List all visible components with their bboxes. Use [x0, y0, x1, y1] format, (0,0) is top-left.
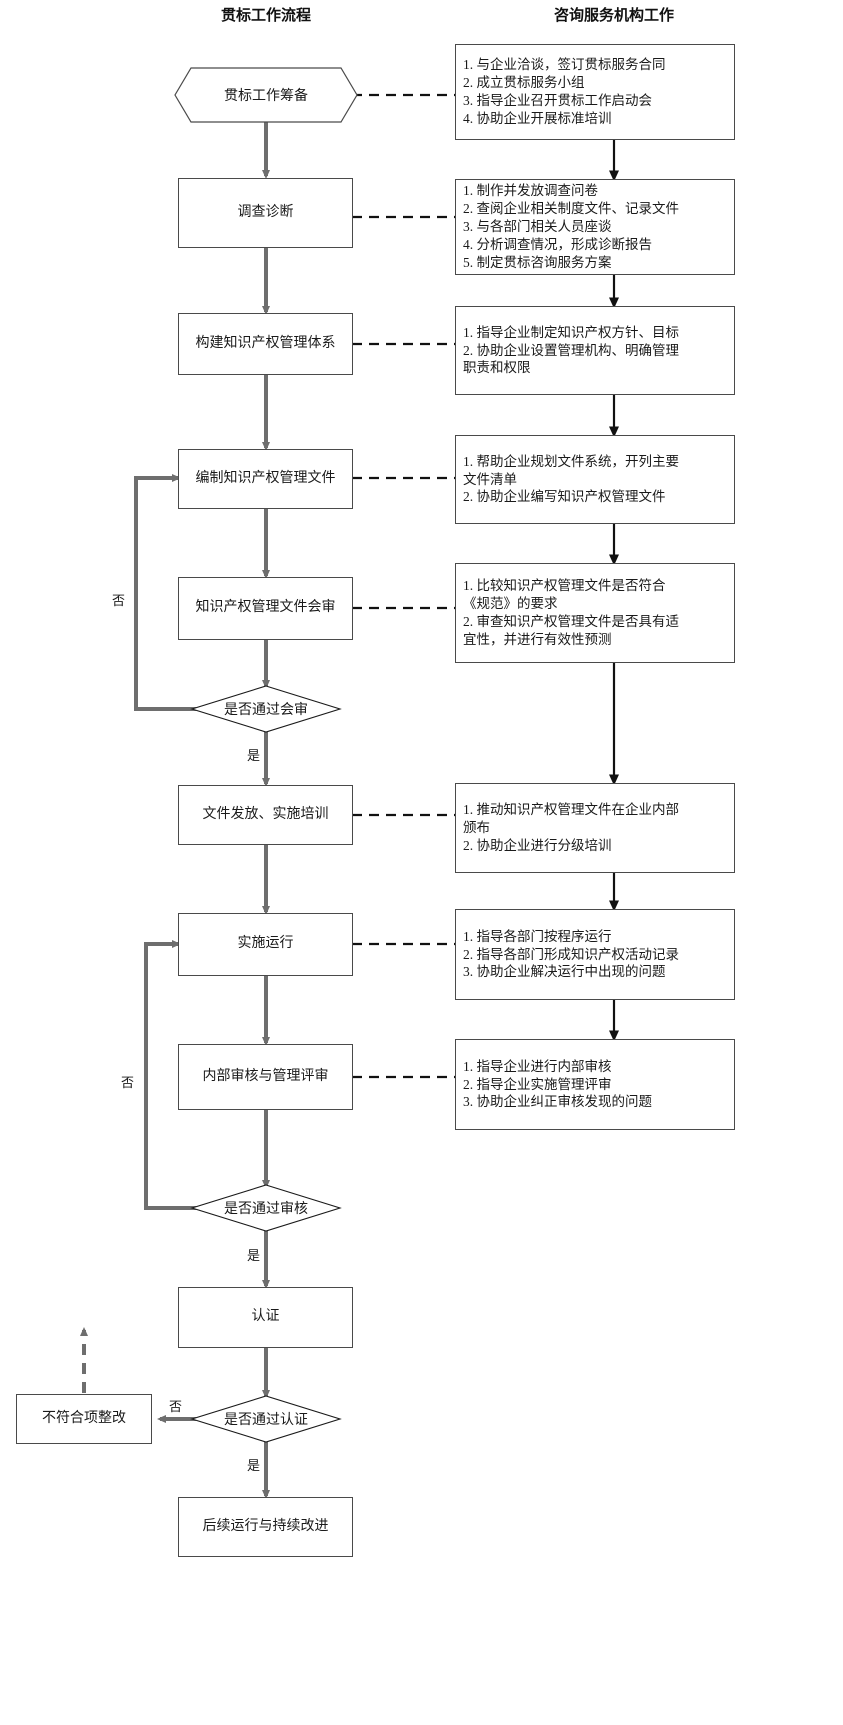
node-implement-operation-label: 实施运行 [237, 936, 294, 952]
detail-item: 宜性，并进行有效性预测 [463, 631, 612, 647]
detail-item: 5. 制定贯标咨询服务方案 [463, 254, 612, 270]
detail-item: 颁布 [463, 820, 490, 836]
node-decision-pass-certification[interactable]: 是否通过认证 [192, 1396, 340, 1442]
detail-item: 2. 审查知识产权管理文件是否具有适 [463, 614, 679, 629]
column-title-left: 贯标工作流程 [220, 8, 311, 24]
node-decision-pass-review-label: 是否通过会审 [224, 703, 308, 718]
node-build-ip-system-label: 构建知识产权管理体系 [195, 335, 336, 351]
detail-item: 1. 比较知识产权管理文件是否符合 [463, 578, 666, 594]
node-compile-ip-documents-label: 编制知识产权管理文件 [195, 470, 336, 486]
node-continuous-improvement[interactable]: 后续运行与持续改进 [178, 1497, 353, 1557]
detail-item: 2. 指导各部门形成知识产权活动记录 [463, 946, 679, 962]
detail-item: 文件清单 [463, 471, 517, 487]
detail-item: 2. 协助企业编写知识产权管理文件 [463, 489, 666, 505]
detail-item: 4. 分析调查情况，形成诊断报告 [463, 236, 652, 252]
node-documents-joint-review[interactable]: 知识产权管理文件会审 [178, 577, 353, 640]
edge-loop-audit-fail [144, 940, 196, 1210]
edge-label-cert-yes: 是 [247, 1458, 261, 1473]
node-continuous-improvement-label: 后续运行与持续改进 [202, 1518, 329, 1534]
detail-item: 职责和权限 [463, 360, 531, 376]
detail-item: 2. 协助企业设置管理机构、明确管理 [463, 342, 679, 358]
detail-box-internal-audit: 1. 指导企业进行内部审核 2. 指导企业实施管理评审 3. 协助企业纠正审核发… [455, 1039, 735, 1130]
node-implement-operation[interactable]: 实施运行 [178, 913, 353, 976]
detail-item: 1. 制作并发放调查问卷 [463, 183, 598, 199]
node-decision-pass-certification-label: 是否通过认证 [224, 1413, 308, 1428]
node-decision-pass-review[interactable]: 是否通过会审 [192, 686, 340, 732]
detail-item: 1. 推动知识产权管理文件在企业内部 [463, 802, 679, 818]
node-build-ip-system[interactable]: 构建知识产权管理体系 [178, 313, 353, 375]
edge-label-review-no: 否 [112, 593, 126, 608]
detail-item: 3. 指导企业召开贯标工作启动会 [463, 93, 652, 108]
node-start-preparation[interactable]: 贯标工作筹备 [175, 68, 357, 122]
detail-item: 4. 协助企业开展标准培训 [463, 110, 612, 126]
detail-box-system: 1. 指导企业制定知识产权方针、目标 2. 协助企业设置管理机构、明确管理 职责… [455, 306, 735, 395]
detail-item: 2. 指导企业实施管理评审 [463, 1076, 612, 1092]
detail-box-operation: 1. 指导各部门按程序运行 2. 指导各部门形成知识产权活动记录 3. 协助企业… [455, 909, 735, 1000]
detail-box-joint-review: 1. 比较知识产权管理文件是否符合 《规范》的要求 2. 审查知识产权管理文件是… [455, 563, 735, 663]
detail-item: 1. 与企业洽谈，签订贯标服务合同 [463, 57, 666, 73]
node-certification-label: 认证 [251, 1309, 280, 1325]
node-survey-diagnosis[interactable]: 调查诊断 [178, 178, 353, 248]
node-survey-diagnosis-label: 调查诊断 [237, 204, 294, 220]
detail-item: 3. 与各部门相关人员座谈 [463, 219, 612, 235]
edge-label-audit-no: 否 [121, 1075, 135, 1090]
node-nonconformity-rectification-label: 不符合项整改 [42, 1410, 126, 1426]
node-issue-docs-training-label: 文件发放、实施培训 [202, 806, 329, 822]
detail-item: 1. 帮助企业规划文件系统，开列主要 [463, 453, 679, 469]
node-decision-pass-audit[interactable]: 是否通过审核 [192, 1185, 340, 1231]
shape-hexagon-start [174, 67, 358, 123]
node-issue-docs-training[interactable]: 文件发放、实施培训 [178, 785, 353, 845]
shape-diamond-cert [190, 1395, 342, 1443]
node-documents-joint-review-label: 知识产权管理文件会审 [195, 600, 336, 616]
edge-label-review-yes: 是 [247, 748, 261, 763]
node-compile-ip-documents[interactable]: 编制知识产权管理文件 [178, 449, 353, 509]
shape-diamond-audit [190, 1184, 342, 1232]
detail-box-documents: 1. 帮助企业规划文件系统，开列主要 文件清单 2. 协助企业编写知识产权管理文… [455, 435, 735, 524]
edge-loop-review-fail [134, 474, 196, 711]
edge-label-cert-no: 否 [169, 1399, 183, 1414]
node-internal-audit-review[interactable]: 内部审核与管理评审 [178, 1044, 353, 1110]
detail-item: 2. 协助企业进行分级培训 [463, 837, 612, 853]
node-certification[interactable]: 认证 [178, 1287, 353, 1348]
detail-box-preparation: 1. 与企业洽谈，签订贯标服务合同 2. 成立贯标服务小组 3. 指导企业召开贯… [455, 44, 735, 140]
node-internal-audit-review-label: 内部审核与管理评审 [202, 1068, 329, 1084]
detail-item: 1. 指导企业进行内部审核 [463, 1058, 612, 1074]
column-title-right: 咨询服务机构工作 [553, 8, 674, 24]
shape-diamond-review [190, 685, 342, 733]
node-start-preparation-label: 贯标工作筹备 [224, 89, 308, 104]
detail-item: 2. 成立贯标服务小组 [463, 75, 585, 91]
detail-item: 3. 协助企业纠正审核发现的问题 [463, 1094, 652, 1110]
detail-item: 1. 指导企业制定知识产权方针、目标 [463, 324, 679, 340]
detail-item: 1. 指导各部门按程序运行 [463, 928, 612, 944]
detail-item: 2. 查阅企业相关制度文件、记录文件 [463, 201, 679, 217]
edge-label-audit-yes: 是 [247, 1248, 261, 1263]
detail-item: 3. 协助企业解决运行中出现的问题 [463, 964, 666, 980]
detail-item: 《规范》的要求 [463, 596, 558, 612]
detail-box-issue-training: 1. 推动知识产权管理文件在企业内部 颁布 2. 协助企业进行分级培训 [455, 783, 735, 873]
detail-box-survey: 1. 制作并发放调查问卷 2. 查阅企业相关制度文件、记录文件 3. 与各部门相… [455, 179, 735, 275]
node-nonconformity-rectification[interactable]: 不符合项整改 [16, 1394, 152, 1444]
node-decision-pass-audit-label: 是否通过审核 [224, 1202, 308, 1217]
